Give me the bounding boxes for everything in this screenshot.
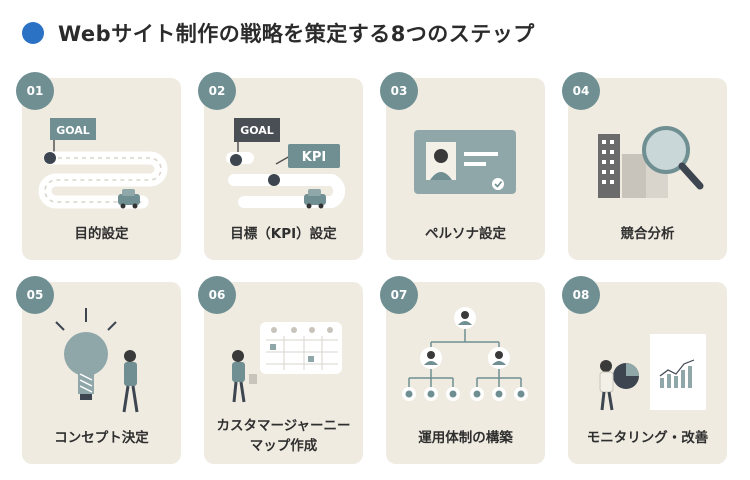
road-kpi-icon: GOAL KPI [226, 118, 346, 209]
step-card-03: 03 ペルソナ設定 [380, 72, 545, 260]
step-number-badge: 08 [562, 276, 600, 314]
step-card-05: 05 コンセプト決定 [16, 276, 181, 464]
step-label: 競合分析 [620, 226, 675, 242]
lightbulb-person-icon [55, 308, 139, 413]
title-row: Webサイト制作の戦略を策定する8つのステップ [22, 18, 535, 48]
step-card-07: 07 運用体制の構築 [380, 276, 545, 464]
step-label-line2: マップ作成 [249, 438, 318, 454]
step-card-06: 06 カスタマージャーニー マップ作成 [198, 276, 363, 464]
goal-sign-text: GOAL [240, 124, 274, 137]
monitoring-chart-icon [599, 334, 706, 411]
step-label: ペルソナ設定 [425, 226, 506, 242]
step-number-badge: 06 [198, 276, 236, 314]
step-number-badge: 03 [380, 72, 418, 110]
step-number-badge: 07 [380, 276, 418, 314]
kpi-sign-text: KPI [302, 150, 326, 165]
step-label: モニタリング・改善 [586, 430, 709, 446]
step-number-badge: 01 [16, 72, 54, 110]
step-number-badge: 04 [562, 72, 600, 110]
persona-card-icon [414, 130, 516, 194]
page-title: Webサイト制作の戦略を策定する8つのステップ [58, 22, 535, 46]
step-card-01: 01 GOAL 目的設定 [16, 72, 181, 260]
step-card-02: 02 GOAL KPI 目標（KPI）設定 [198, 72, 363, 260]
org-chart-icon [402, 307, 528, 401]
step-card-04: 04 競合分析 [562, 72, 727, 260]
step-label: コンセプト決定 [54, 430, 149, 446]
magnifier-buildings-icon [598, 126, 704, 198]
step-card-08: 08 モニタリング・改善 [562, 276, 727, 464]
step-label: 目標（KPI）設定 [230, 226, 337, 242]
step-number-badge: 02 [198, 72, 236, 110]
step-label-line1: カスタマージャーニー [216, 418, 351, 434]
road-goal-icon: GOAL [38, 118, 168, 209]
journey-map-icon [232, 322, 342, 403]
goal-sign-text: GOAL [56, 124, 90, 137]
step-label: 運用体制の構築 [418, 430, 513, 446]
step-number-badge: 05 [16, 276, 54, 314]
step-label: 目的設定 [74, 226, 129, 242]
title-bullet-icon [22, 22, 44, 44]
